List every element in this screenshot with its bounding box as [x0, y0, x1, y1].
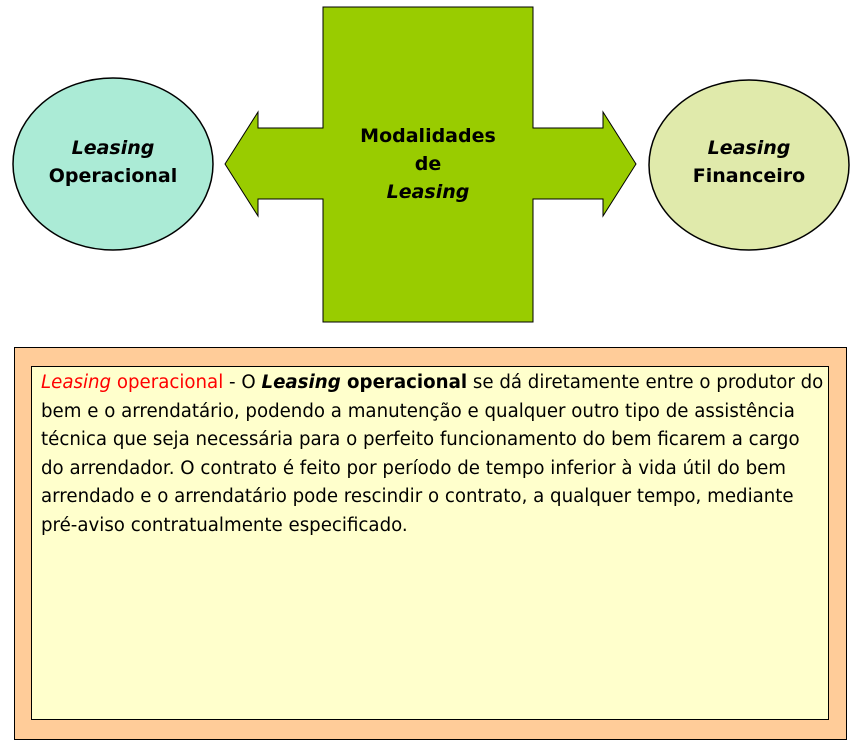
modalidades-label: Modalidades de Leasing	[323, 122, 533, 206]
bold-italic-term: Leasing	[261, 372, 341, 393]
leasing-operacional-label: Leasing Operacional	[13, 134, 213, 190]
dash: - O	[223, 372, 262, 393]
description-text: Leasing operacional - O Leasing operacio…	[41, 369, 826, 541]
left-line2: Operacional	[48, 165, 178, 187]
right-line1: Leasing	[707, 137, 791, 159]
left-line1: Leasing	[71, 137, 155, 159]
center-line2: de	[414, 153, 442, 175]
leasing-financeiro-ellipse	[648, 79, 850, 251]
center-line1: Modalidades	[360, 125, 496, 147]
body-text: se dá diretamente entre o produtor do be…	[41, 372, 824, 536]
bold-term: operacional	[340, 372, 468, 393]
right-line2: Financeiro	[692, 165, 806, 187]
term-rest: operacional	[111, 372, 224, 393]
leasing-financeiro-label: Leasing Financeiro	[649, 134, 849, 190]
description-box: Leasing operacional - O Leasing operacio…	[31, 366, 829, 720]
diagram-shapes	[12, 6, 850, 323]
term-italic: Leasing	[41, 372, 112, 393]
center-line3: Leasing	[386, 181, 470, 203]
leasing-operacional-ellipse	[12, 77, 214, 251]
modalidades-cross-arrow	[224, 6, 637, 323]
